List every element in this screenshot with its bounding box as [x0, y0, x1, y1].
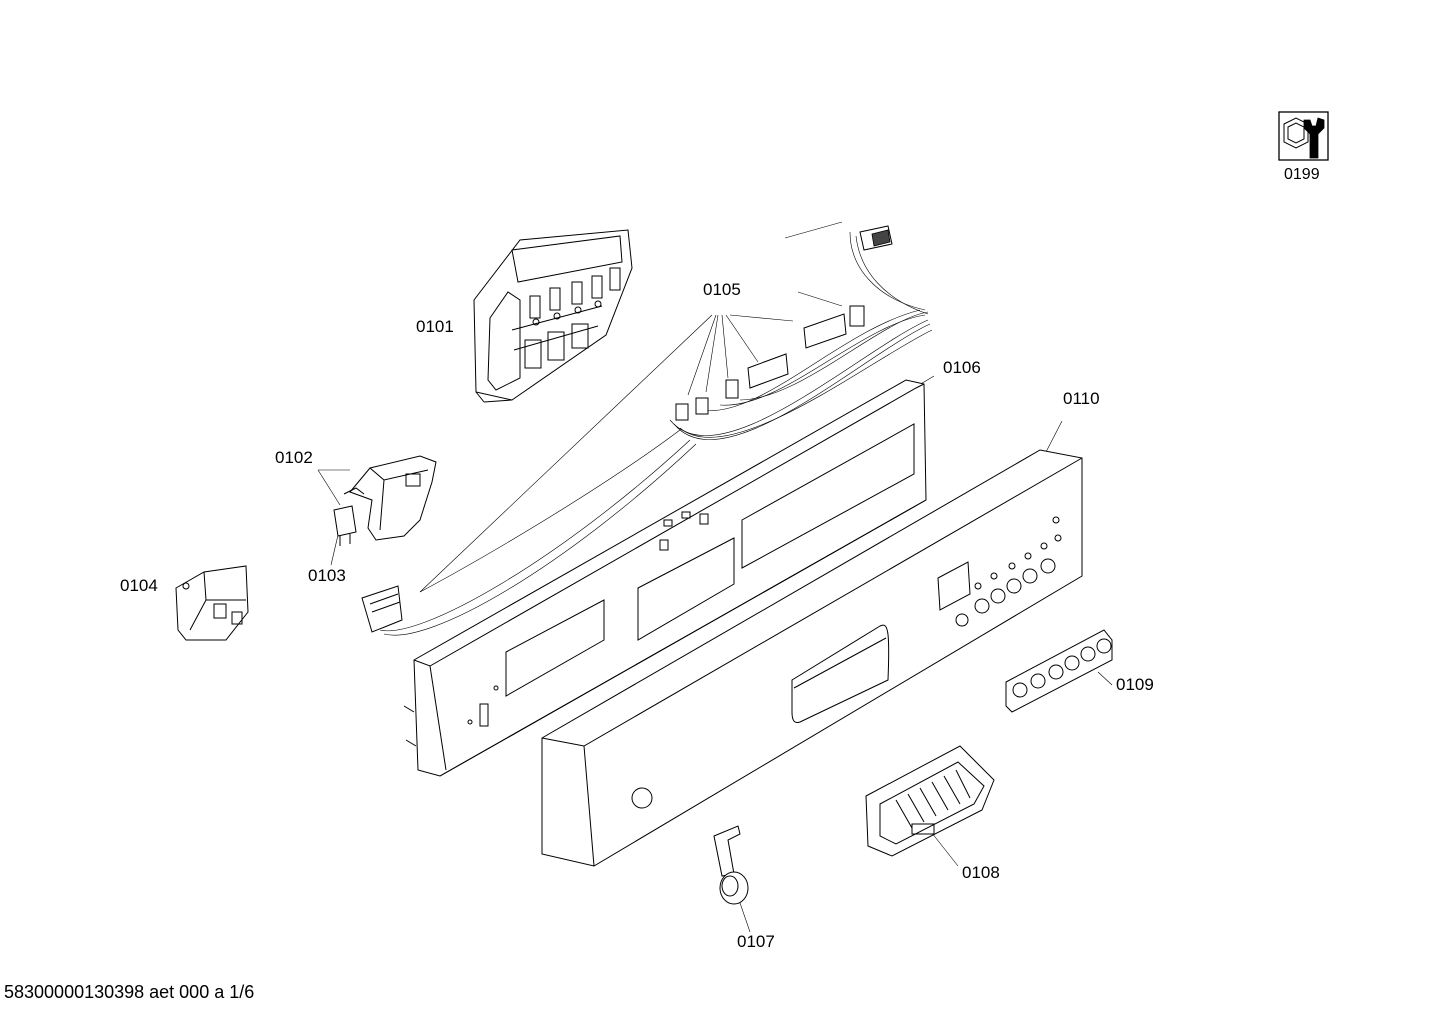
- main-switch-part: [343, 455, 437, 541]
- label-0101: 0101: [416, 317, 454, 336]
- door-handle-part: [865, 745, 995, 857]
- drawing-number-footer: 58300000130398 aet 000 a 1/6: [4, 982, 255, 1002]
- label-0109: 0109: [1116, 675, 1154, 694]
- panel-frame-part: [403, 379, 927, 777]
- wiring-harness-part: [361, 225, 933, 636]
- leader-lines: [317, 221, 1113, 933]
- front-panel-part: [541, 449, 1083, 867]
- label-0103: 0103: [308, 566, 346, 585]
- label-0107: 0107: [737, 932, 775, 951]
- label-0110: 0110: [1063, 389, 1100, 408]
- control-module-part: [473, 229, 633, 403]
- label-0106: 0106: [943, 358, 981, 377]
- power-module-part: [175, 565, 249, 641]
- label-0105: 0105: [703, 280, 741, 299]
- button-strip-part: [1005, 629, 1113, 713]
- label-0199: 0199: [1284, 166, 1320, 183]
- label-0108: 0108: [962, 863, 1000, 882]
- label-0104: 0104: [120, 576, 158, 595]
- wrench-nut-icon: [1278, 111, 1329, 161]
- label-0102: 0102: [275, 448, 313, 467]
- capacitor-part: [333, 505, 357, 546]
- light-guide-part: [713, 825, 749, 905]
